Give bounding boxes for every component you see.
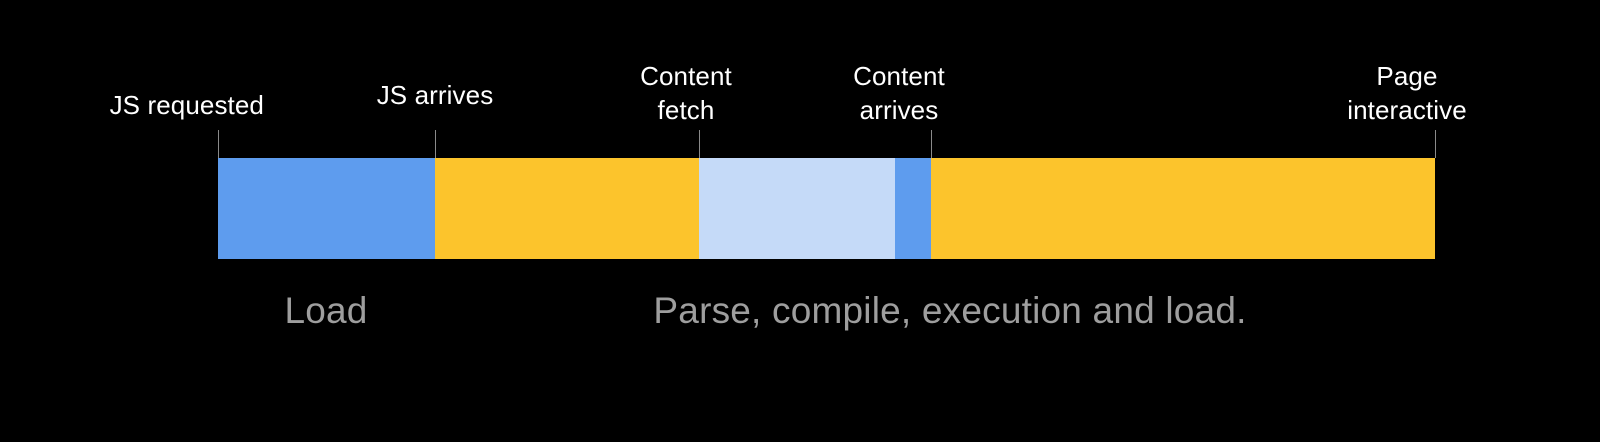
marker-label-content-fetch: Content fetch (640, 61, 732, 125)
bar-segment-parse-compile (435, 158, 699, 259)
tick-js-requested (218, 130, 219, 158)
marker-label-content-arrives: Content arrives (853, 61, 945, 125)
phase-caption-parse-execute: Parse, compile, execution and load. (653, 290, 1247, 331)
bar-segment-content-download (895, 158, 931, 259)
tick-content-arrives (931, 130, 932, 158)
phase-caption-load: Load (284, 290, 368, 331)
tick-page-interactive (1435, 130, 1436, 158)
marker-label-js-requested: JS requested (109, 90, 264, 120)
marker-label-js-arrives: JS arrives (376, 80, 494, 110)
bar-segment-content-fetch-wait (699, 158, 895, 259)
timeline-bar (218, 158, 1435, 259)
bar-segment-execution-load (931, 158, 1435, 259)
tick-content-fetch (699, 130, 700, 158)
bar-segment-js-download (218, 158, 435, 259)
tick-js-arrives (435, 130, 436, 158)
marker-label-page-interactive: Page interactive (1347, 61, 1467, 125)
